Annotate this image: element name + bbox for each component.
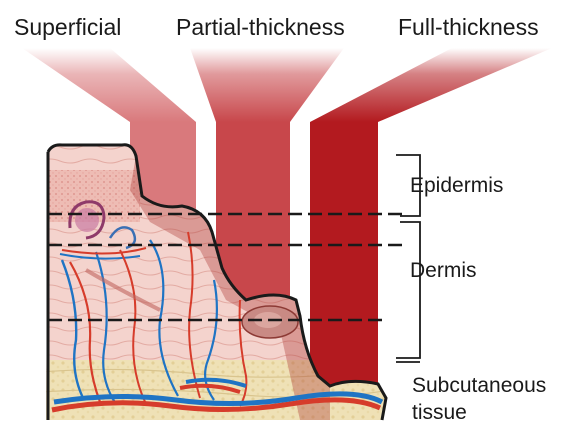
superficial-label: Superficial (14, 14, 121, 40)
subcutaneous-label-line1: Subcutaneous (412, 374, 546, 397)
dermis-bracket (396, 222, 420, 358)
subcutaneous-label-line2: tissue (412, 401, 467, 424)
full-thickness-label: Full-thickness (398, 14, 539, 40)
dermis-label: Dermis (410, 259, 477, 282)
partial-thickness-label: Partial-thickness (176, 14, 345, 40)
full-thickness-column (310, 122, 378, 388)
full-thickness-beam (310, 48, 552, 122)
partial-thickness-beam (190, 48, 344, 122)
epidermis-label: Epidermis (410, 174, 503, 197)
superficial-beam (22, 48, 196, 122)
